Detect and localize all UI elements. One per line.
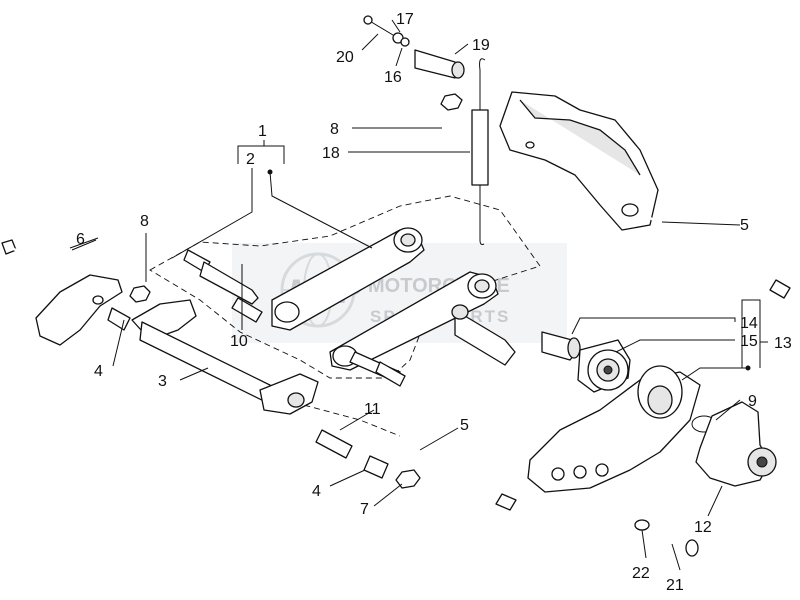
left-bracket [35,274,123,346]
callout-4-lower: 4 [312,483,321,500]
callout-21: 21 [666,577,684,594]
callout-7: 7 [360,501,369,518]
callout-18: 18 [322,145,340,162]
bearing-set [541,331,631,393]
long-bolt-upper [649,216,791,299]
callout-10: 10 [230,333,248,350]
callout-12: 12 [694,519,712,536]
callout-1: 1 [258,123,267,140]
leader-dots [267,169,751,371]
top-pin-set [363,15,465,79]
end-cap [695,401,777,487]
bushing-left [107,307,131,331]
callout-13: 13 [774,335,792,352]
nut-lower [395,469,421,489]
callout-labels: 1 2 3 4 4 5 5 6 7 8 8 9 10 11 12 13 14 1… [76,11,792,594]
swing-arm-plate [527,365,701,493]
callout-2: 2 [246,151,255,168]
callout-8-top: 8 [330,121,339,138]
spring [471,58,489,245]
callout-6: 6 [76,231,85,248]
lower-bolt-set [634,519,699,557]
nut-left [129,285,151,303]
frame-bracket [499,91,659,231]
lower-bushing-set [315,429,421,489]
callout-20: 20 [336,49,354,66]
callout-15: 15 [740,333,758,350]
left-bolt [1,239,76,284]
link-arm-assembly [183,227,516,387]
callout-19: 19 [472,37,490,54]
callout-16: 16 [384,69,402,86]
nut-upper [440,93,463,111]
long-bolt-lower [377,430,517,511]
callout-22: 22 [632,565,650,582]
callout-11: 11 [364,401,381,418]
main-shaft [131,299,319,415]
callout-8-left: 8 [140,213,149,230]
leader-lines [69,19,768,571]
callout-9: 9 [748,393,757,410]
callout-14: 14 [740,315,758,332]
callout-4-left: 4 [94,363,103,380]
callout-5-upper: 5 [740,217,749,234]
callout-3: 3 [158,373,167,390]
callout-17: 17 [396,11,414,28]
callout-5-lower: 5 [460,417,469,434]
